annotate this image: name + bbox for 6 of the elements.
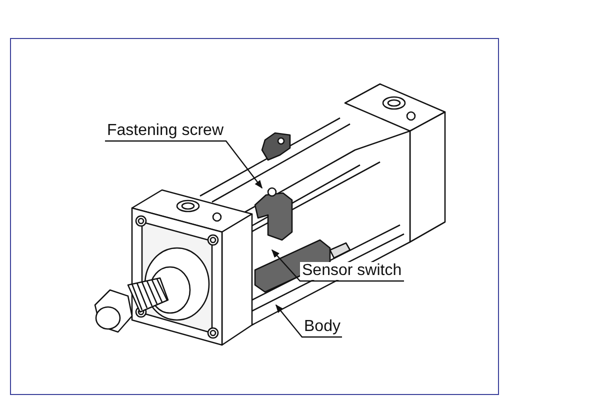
leader-line: [275, 304, 342, 338]
callout-label: Fastening screw: [105, 122, 226, 140]
callout-label: Sensor switch: [300, 262, 404, 280]
callout-label: Body: [302, 318, 342, 336]
leader-line: [271, 249, 404, 282]
leader-line: [105, 140, 262, 189]
